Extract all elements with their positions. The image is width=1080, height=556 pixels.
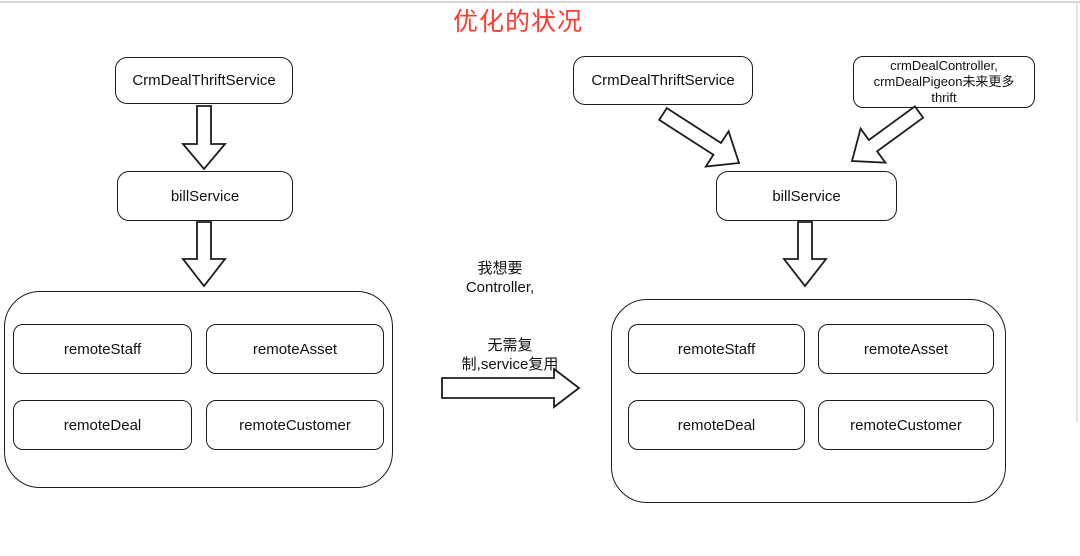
diagonal-arrow-from-thriftservice-icon (657, 106, 741, 168)
node-crmdealthriftservice-right: CrmDealThriftService (573, 56, 753, 105)
window-top-border (0, 1, 1080, 3)
note-line: 我想要 (477, 260, 523, 277)
middle-note-2: 无需复 制,service复用 (435, 336, 585, 374)
node-label: remoteAsset (863, 340, 949, 358)
node-remoteasset-right: remoteAsset (818, 324, 994, 374)
node-label: remoteStaff (677, 340, 756, 358)
node-remotecustomer-left: remoteCustomer (206, 400, 384, 450)
node-remotedeal-right: remoteDeal (628, 400, 805, 450)
node-label: remoteCustomer (850, 416, 962, 434)
node-label-line: crmDealPigeon未来更多 (873, 74, 1015, 89)
node-label-line: thrift (931, 90, 957, 105)
node-remoteasset-left: remoteAsset (206, 324, 384, 374)
node-label: remoteDeal (677, 416, 756, 434)
window-right-border (1076, 2, 1078, 422)
note-line: Controller, (465, 279, 535, 296)
middle-note-1: 我想要 Controller, (440, 259, 560, 297)
note-line: 制,service复用 (461, 356, 559, 373)
node-label: billService (170, 187, 240, 205)
node-label-line: crmDealController, (890, 58, 998, 73)
diagram-title: 优化的状况 (452, 8, 583, 36)
node-label: remoteStaff (63, 340, 142, 358)
node-crmdealthriftservice-left: CrmDealThriftService (115, 57, 293, 104)
down-arrow-right-bottom-icon (782, 221, 828, 288)
node-crmdealcontroller: crmDealController, crmDealPigeon未来更多 thr… (853, 56, 1035, 108)
node-billservice-right: billService (716, 171, 897, 221)
group-container-left (4, 291, 393, 488)
down-arrow-left-top-icon (181, 105, 227, 171)
node-remotestaff-right: remoteStaff (628, 324, 805, 374)
node-label: remoteDeal (63, 416, 142, 434)
node-label: CrmDealThriftService (591, 72, 735, 89)
note-line: 无需复 (487, 337, 533, 354)
node-label: CrmDealThriftService (132, 72, 276, 89)
node-remotecustomer-right: remoteCustomer (818, 400, 994, 450)
node-remotedeal-left: remoteDeal (13, 400, 192, 450)
diagonal-arrow-from-controller-icon (850, 105, 925, 164)
right-arrow-middle-icon (441, 367, 581, 409)
node-label: remoteCustomer (239, 416, 351, 434)
node-billservice-left: billService (117, 171, 293, 221)
node-remotestaff-left: remoteStaff (13, 324, 192, 374)
down-arrow-left-bottom-icon (181, 221, 227, 288)
node-label: billService (772, 187, 841, 205)
node-label: remoteAsset (252, 340, 338, 358)
